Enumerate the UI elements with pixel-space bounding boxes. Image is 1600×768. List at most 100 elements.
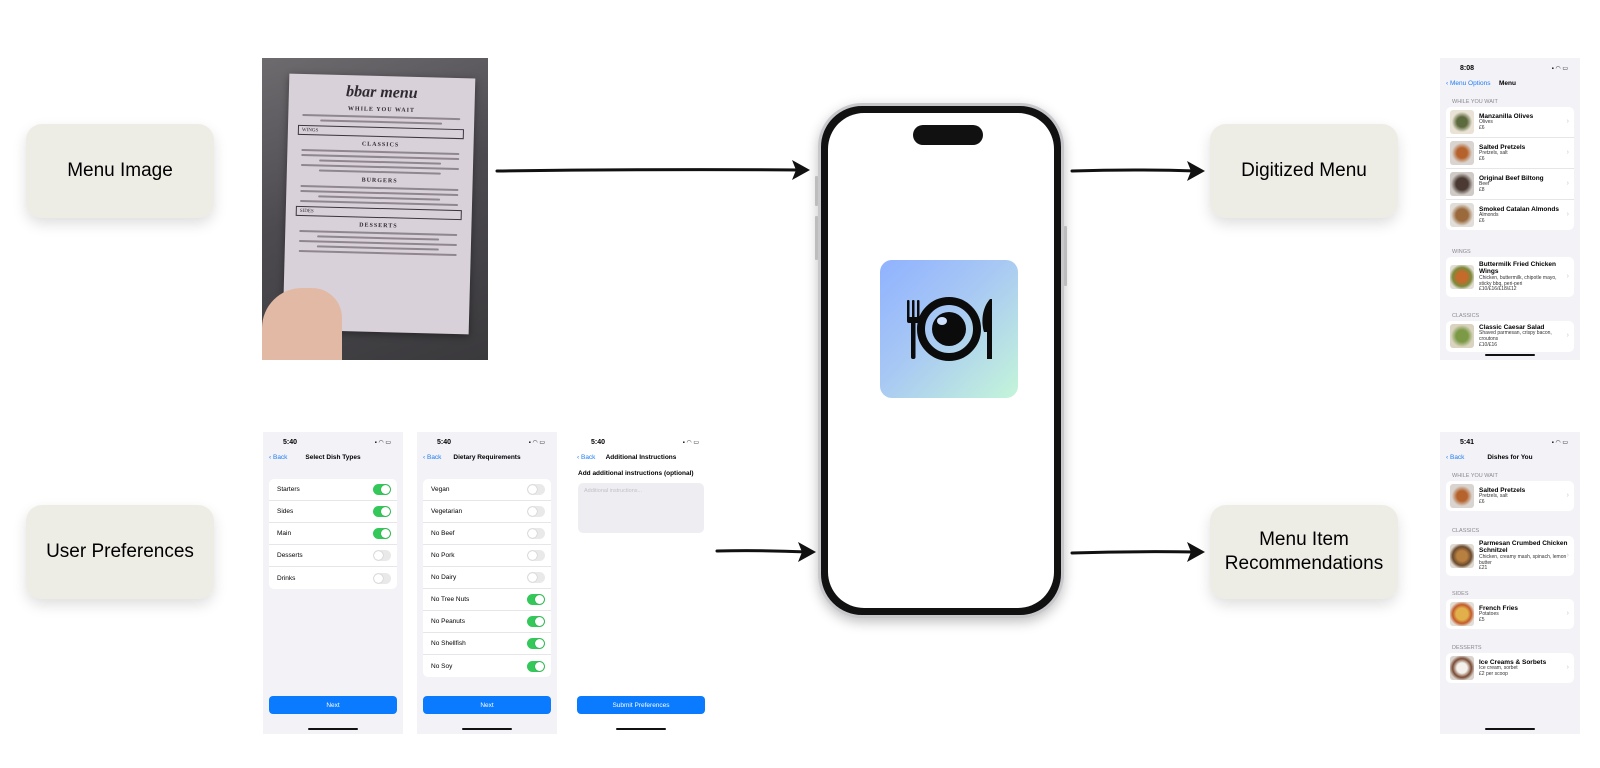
toggle-switch[interactable] xyxy=(373,528,391,539)
toggle-switch[interactable] xyxy=(527,528,545,539)
dish-list: Ice Creams & Sorbets Ice cream, sorbet £… xyxy=(1446,653,1574,683)
toggle-label: Vegan xyxy=(431,486,450,493)
dish-row[interactable]: Smoked Catalan Almonds Almonds £6 › xyxy=(1446,200,1574,230)
dish-thumbnail xyxy=(1450,656,1474,680)
toggle-label: No Peanuts xyxy=(431,618,465,625)
dish-row[interactable]: Original Beef Biltong Beef £8 › xyxy=(1446,169,1574,200)
digitized-menu-text: Digitized Menu xyxy=(1241,160,1367,182)
dish-row[interactable]: Salted Pretzels Pretzels, salt £6 › xyxy=(1446,138,1574,169)
submit-preferences-button[interactable]: Submit Preferences xyxy=(577,696,705,714)
user-preferences-label: User Preferences xyxy=(26,505,214,599)
instructions-prompt: Add additional instructions (optional) xyxy=(578,470,694,477)
phone-side-button xyxy=(815,216,818,260)
toggle-switch[interactable] xyxy=(527,638,545,649)
menu-image-text: Menu Image xyxy=(67,160,173,182)
section-header: WHILE YOU WAIT xyxy=(1452,473,1498,479)
dish-row[interactable]: Salted Pretzels Pretzels, salt £6 › xyxy=(1446,481,1574,511)
dish-row[interactable]: Parmesan Crumbed Chicken Schnitzel Chick… xyxy=(1446,536,1574,576)
arrow-image-to-app xyxy=(495,168,804,173)
phone-side-button xyxy=(815,176,818,206)
dish-name: French Fries xyxy=(1479,604,1519,612)
chevron-left-icon: ‹ xyxy=(423,454,427,461)
screen-digitized-menu: 8:08 ▪ ◠ ▭ ‹ Menu Options Menu WHILE YOU… xyxy=(1440,58,1580,360)
digitized-menu-label: Digitized Menu xyxy=(1210,124,1398,218)
toggle-switch[interactable] xyxy=(527,572,545,583)
back-button[interactable]: ‹ Menu Options xyxy=(1446,80,1490,87)
home-indicator xyxy=(308,728,358,730)
home-indicator xyxy=(1485,728,1535,730)
toggle-row: Drinks xyxy=(269,567,397,589)
home-indicator xyxy=(1485,354,1535,356)
section-header: SIDES xyxy=(1452,591,1469,597)
back-button[interactable]: ‹ Back xyxy=(577,454,595,461)
menu-photo: bbar menu WHILE YOU WAIT WINGS CLASSICS … xyxy=(262,58,488,360)
nav-title: Menu xyxy=(1499,80,1516,87)
chevron-right-icon: › xyxy=(1566,211,1569,218)
dish-price: £5 xyxy=(1479,616,1485,623)
nav-bar: ‹ Back Dietary Requirements xyxy=(417,454,557,468)
toggle-label: Vegetarian xyxy=(431,508,463,515)
section-header: CLASSICS xyxy=(1452,313,1480,319)
back-button[interactable]: ‹ Back xyxy=(423,454,441,461)
dish-row[interactable]: Ice Creams & Sorbets Ice cream, sorbet £… xyxy=(1446,653,1574,683)
arrow-app-to-recommendations xyxy=(1070,550,1198,555)
toggle-switch[interactable] xyxy=(527,616,545,627)
next-button[interactable]: Next xyxy=(269,696,397,714)
section-header: DESSERTS xyxy=(1452,645,1482,651)
dish-row[interactable]: Buttermilk Fried Chicken Wings Chicken, … xyxy=(1446,257,1574,297)
dish-desc: Chicken, creamy mash, spinach, lemon but… xyxy=(1479,553,1567,566)
section-header: CLASSICS xyxy=(1452,528,1480,534)
back-button[interactable]: ‹ Back xyxy=(1446,454,1464,461)
back-label: Back xyxy=(272,454,288,461)
next-button[interactable]: Next xyxy=(423,696,551,714)
dish-price: £8 xyxy=(1479,186,1485,193)
nav-bar: ‹ Back Additional Instructions xyxy=(571,454,711,468)
toggle-switch[interactable] xyxy=(527,484,545,495)
dish-desc: Almonds xyxy=(1479,211,1499,218)
arrow-prefs-to-app xyxy=(715,549,810,554)
status-bar: 5:41 ▪ ◠ ▭ xyxy=(1440,439,1580,449)
dish-price: £6 xyxy=(1479,155,1485,162)
dish-row[interactable]: Classic Caesar Salad Shaved parmesan, cr… xyxy=(1446,321,1574,352)
back-label: Back xyxy=(580,454,596,461)
fork-plate-knife-icon xyxy=(907,297,992,361)
instructions-placeholder: Additional instructions... xyxy=(584,488,643,494)
toggle-label: Desserts xyxy=(277,552,303,559)
status-time: 5:41 xyxy=(1460,439,1475,446)
toggle-switch[interactable] xyxy=(373,484,391,495)
chevron-right-icon: › xyxy=(1566,332,1569,340)
back-button[interactable]: ‹ Back xyxy=(269,454,287,461)
dish-thumbnail xyxy=(1450,602,1474,626)
instructions-input[interactable]: Additional instructions... xyxy=(578,483,704,533)
dish-desc: Olives xyxy=(1479,118,1493,125)
status-time: 5:40 xyxy=(283,439,298,446)
dish-desc: Ice cream, sorbet xyxy=(1479,664,1518,671)
toggle-switch[interactable] xyxy=(527,506,545,517)
nav-title: Dishes for You xyxy=(1487,454,1533,461)
dish-thumbnail xyxy=(1450,484,1474,508)
back-label: Back xyxy=(426,454,442,461)
arrow-app-to-digitized xyxy=(1070,168,1198,173)
toggle-switch[interactable] xyxy=(373,572,391,584)
toggle-label: No Tree Nuts xyxy=(431,596,470,603)
screen-select-dish-types: 5:40 ▪ ◠ ▭ ‹ Back Select Dish Types Star… xyxy=(263,432,403,734)
arrowhead xyxy=(1187,542,1205,562)
toggle-row: Desserts xyxy=(269,545,397,567)
toggle-switch[interactable] xyxy=(373,506,391,517)
dish-row[interactable]: Manzanilla Olives Olives £6 › xyxy=(1446,107,1574,138)
chevron-left-icon: ‹ xyxy=(577,454,581,461)
back-label: Menu Options xyxy=(1449,80,1491,87)
toggle-switch[interactable] xyxy=(527,550,545,561)
toggle-row: No Peanuts xyxy=(423,611,551,633)
toggle-switch[interactable] xyxy=(373,550,391,561)
nav-title: Additional Instructions xyxy=(605,454,677,461)
dish-row[interactable]: French Fries Potatoes £5 › xyxy=(1446,599,1574,629)
dish-desc: Potatoes xyxy=(1479,610,1499,617)
app-icon[interactable] xyxy=(880,260,1018,398)
dish-price: £10/£16 xyxy=(1479,341,1498,348)
toggle-row: No Tree Nuts xyxy=(423,589,551,611)
home-indicator xyxy=(462,728,512,730)
toggle-switch[interactable] xyxy=(527,594,545,605)
dish-desc: Chicken, buttermilk, chipotle mayo, stic… xyxy=(1479,274,1557,287)
toggle-switch[interactable] xyxy=(527,660,545,672)
